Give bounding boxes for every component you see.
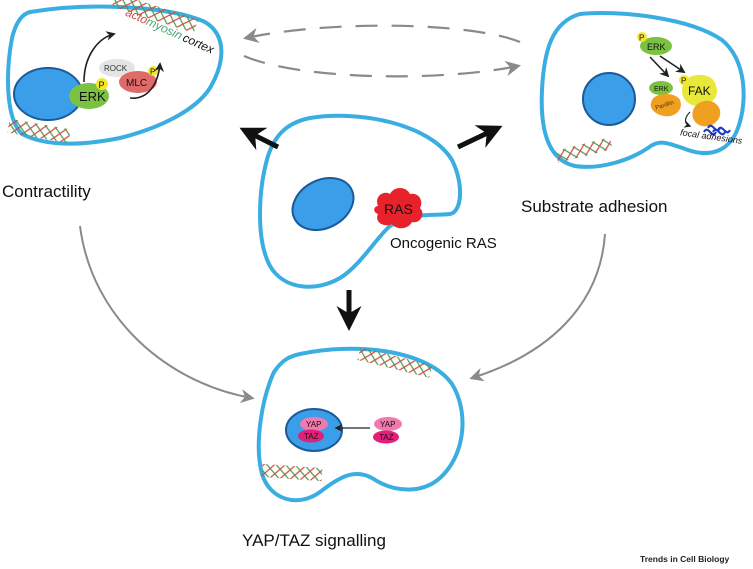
erk-label: ERK	[654, 86, 669, 93]
phospho-label: P	[150, 68, 155, 77]
oncogenic-ras-label: Oncogenic RAS	[390, 235, 497, 252]
mlc-protein	[119, 71, 157, 93]
fak-protein	[681, 74, 718, 106]
actin-cortex-top	[357, 347, 433, 378]
yap-label: YAP	[380, 420, 395, 429]
dashed-arrow-lower	[243, 54, 522, 78]
mlc-to-cortex-arrow	[129, 62, 165, 99]
cell-membrane	[256, 346, 465, 503]
arrow-to-substrate-adhesion	[456, 125, 503, 150]
contractility-cell: ERK P ROCK MLC P actomyosincortex	[6, 0, 224, 146]
cell-membrane	[539, 11, 746, 169]
contractility-label: Contractility	[2, 182, 91, 201]
erk-activation-arrow-1	[649, 56, 670, 78]
erk-protein	[69, 83, 109, 109]
taz-label: TAZ	[304, 432, 319, 441]
journal-credit: Trends in Cell Biology	[640, 554, 730, 564]
taz-nuclear	[298, 429, 324, 443]
nucleus	[291, 177, 355, 231]
paxillin-label: Paxillin	[655, 100, 675, 112]
taz-cytoplasmic	[373, 430, 399, 444]
phospho-label: P	[639, 34, 644, 43]
dashed-arrow-upper	[242, 24, 521, 44]
yap-taz-cell: YAP TAZ YAP TAZ	[256, 346, 465, 503]
yap-label: YAP	[306, 420, 321, 429]
phospho-erk	[637, 32, 647, 42]
rock-label: ROCK	[104, 64, 128, 73]
yap-cytoplasmic	[374, 417, 402, 431]
yap-taz-signalling-label: YAP/TAZ signalling	[242, 531, 386, 550]
erk-activation-arrow-2	[659, 55, 686, 74]
erk-protein-bound	[649, 81, 673, 95]
focal-adhesion-integrins	[703, 124, 731, 136]
phospho-erk	[96, 78, 108, 90]
mlc-label: MLC	[126, 78, 147, 89]
fak-orange-complex	[692, 100, 721, 127]
ras-protein	[374, 188, 423, 229]
actin-cortex-bottom	[261, 463, 323, 482]
substrate-adhesion-cell: ERK P ERK Paxillin FAK P focal adhesions	[539, 11, 746, 169]
arrow-adhesion-to-yap-taz	[469, 233, 606, 382]
erk-label: ERK	[79, 89, 106, 104]
paxillin-protein	[650, 94, 681, 117]
erk-label: ERK	[647, 42, 666, 52]
rock-protein	[99, 59, 135, 77]
fak-to-paxillin-arrow	[683, 111, 692, 128]
yap-nuclear	[300, 417, 328, 431]
actin-cortex-top	[111, 0, 199, 33]
phospho-label: P	[681, 77, 686, 86]
taz-label: TAZ	[379, 433, 394, 442]
actin-cortex-left	[7, 118, 71, 144]
phospho-label: P	[99, 80, 105, 90]
oncogenic-ras-cell: RAS	[258, 113, 463, 289]
actin-cortex	[555, 137, 613, 163]
ras-label: RAS	[384, 201, 413, 217]
erk-to-rock-arrow	[83, 31, 116, 83]
fak-label: FAK	[688, 84, 711, 98]
erk-protein	[640, 37, 672, 55]
phospho-fak	[679, 75, 689, 85]
arrow-to-contractility	[239, 127, 280, 151]
arrow-contractility-to-yap-taz	[79, 225, 255, 404]
bidirectional-dashed-arrow	[242, 24, 522, 78]
cell-membrane	[258, 113, 463, 289]
substrate-adhesion-label: Substrate adhesion	[521, 197, 668, 216]
nucleus	[582, 72, 636, 126]
